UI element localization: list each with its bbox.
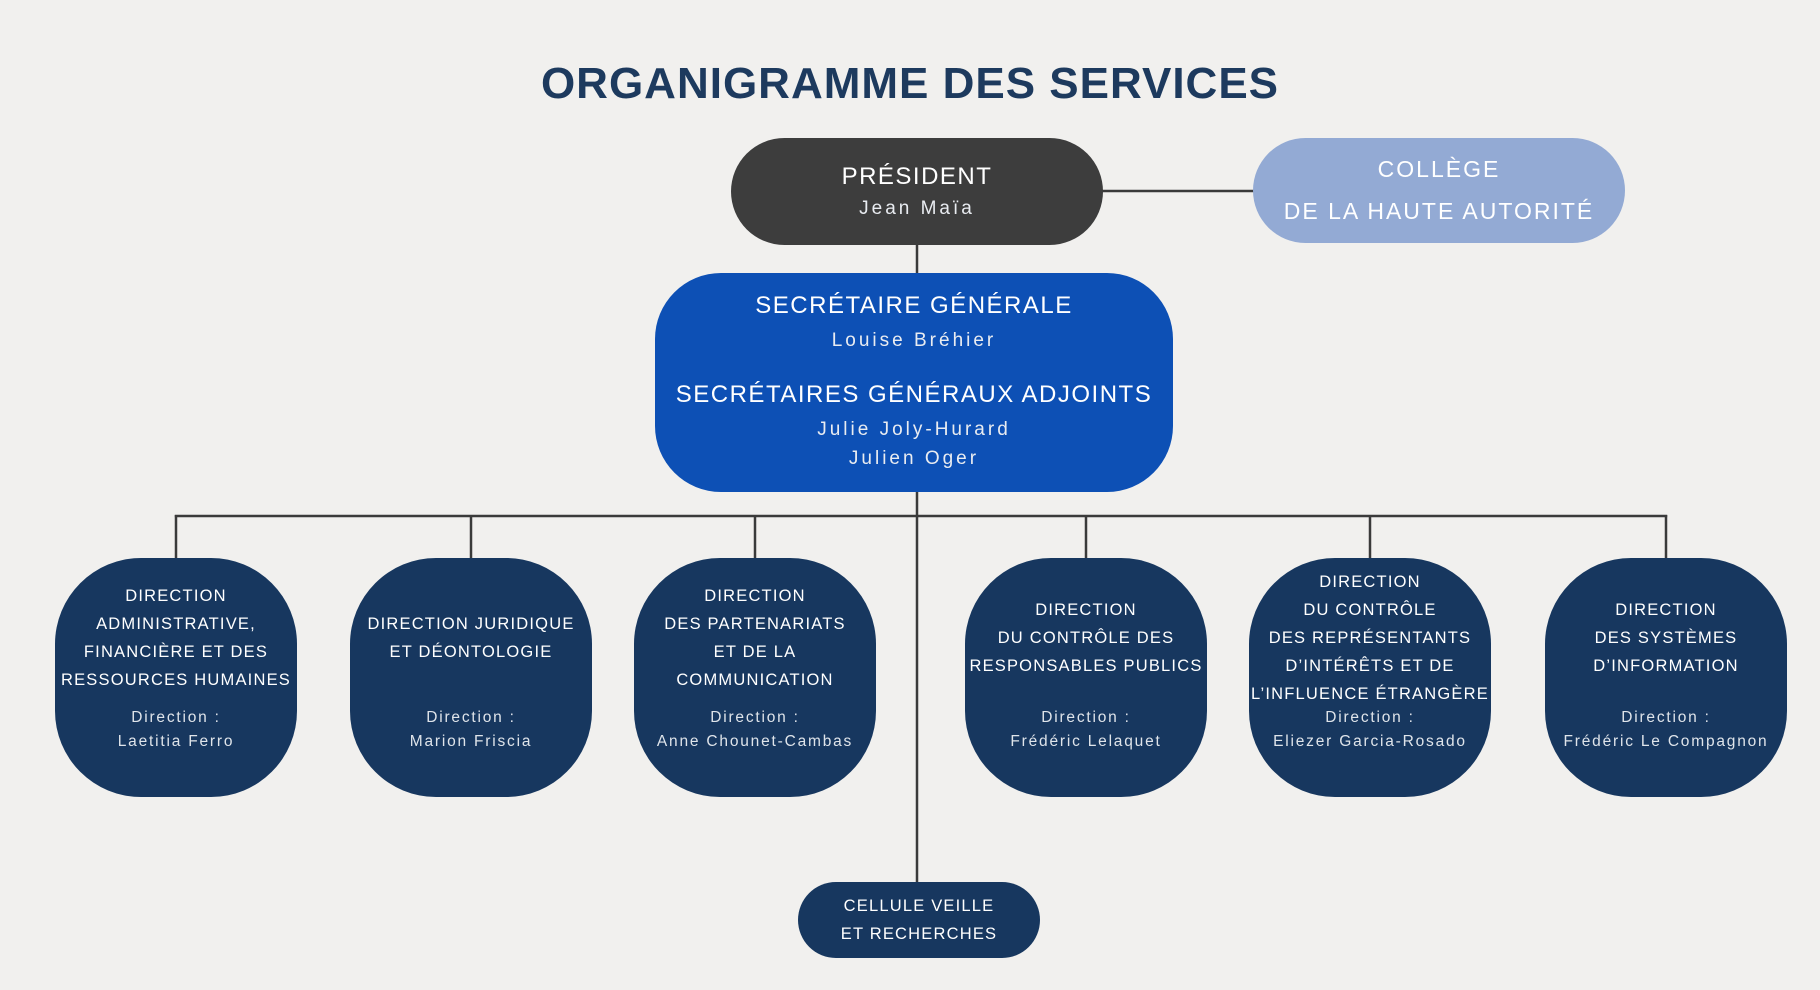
node-direction-controle-responsables-publics: DIRECTION DU CONTRÔLE DES RESPONSABLES P… [965, 558, 1207, 797]
cellule-title: CELLULE VEILLE ET RECHERCHES [840, 896, 998, 943]
page-title: ORGANIGRAMME DES SERVICES [540, 59, 1280, 109]
direction-title: DIRECTION DES SYSTÈMES D’INFORMATION [1593, 600, 1739, 676]
node-direction-systemes-information: DIRECTION DES SYSTÈMES D’INFORMATION Dir… [1545, 558, 1787, 797]
direction-name-block: Direction : Eliezer Garcia-Rosado [1249, 706, 1491, 755]
direction-title: DIRECTION DU CONTRÔLE DES REPRÉSENTANTS … [1251, 572, 1489, 704]
direction-name-block: Direction : Frédéric Le Compagnon [1545, 706, 1787, 755]
direction-role-label: Direction : [1325, 709, 1415, 726]
node-president: PRÉSIDENT Jean Maïa [731, 138, 1103, 245]
direction-title: DIRECTION ADMINISTRATIVE, FINANCIÈRE ET … [60, 586, 291, 690]
direction-name-block: Direction : Frédéric Lelaquet [965, 706, 1207, 755]
direction-director-name: Frédéric Le Compagnon [1563, 733, 1769, 751]
direction-title: DIRECTION DU CONTRÔLE DES RESPONSABLES P… [969, 600, 1203, 676]
direction-director-name: Eliezer Garcia-Rosado [1273, 733, 1467, 751]
node-direction-partenariats-communication: DIRECTION DES PARTENARIATS ET DE LA COMM… [634, 558, 876, 797]
direction-name-block: Direction : Anne Chounet-Cambas [634, 706, 876, 755]
direction-director-name: Laetitia Ferro [117, 733, 235, 751]
node-direction-controle-representants-interets: DIRECTION DU CONTRÔLE DES REPRÉSENTANTS … [1249, 558, 1491, 797]
secretariat-title: SECRÉTAIRE GÉNÉRALE [755, 291, 1073, 319]
direction-director-name: Anne Chounet-Cambas [656, 733, 854, 751]
secretariat-adjoints-title: SECRÉTAIRES GÉNÉRAUX ADJOINTS [675, 381, 1153, 409]
direction-director-name: Frédéric Lelaquet [1010, 733, 1162, 751]
direction-role-label: Direction : [131, 709, 221, 726]
secretariat-general-name: Louise Bréhier [831, 329, 997, 351]
direction-director-name: Marion Friscia [409, 733, 533, 751]
direction-role-label: Direction : [1041, 709, 1131, 726]
direction-title: DIRECTION JURIDIQUE ET DÉONTOLOGIE [367, 614, 575, 661]
secretariat-adjoints-names: Julie Joly-Hurard Julien Oger [817, 419, 1011, 469]
node-direction-juridique-deontologie: DIRECTION JURIDIQUE ET DÉONTOLOGIE Direc… [350, 558, 592, 797]
direction-name-block: Direction : Marion Friscia [350, 706, 592, 755]
president-name: Jean Maïa [859, 198, 975, 219]
president-title: PRÉSIDENT [841, 163, 993, 190]
node-secretariat: SECRÉTAIRE GÉNÉRALE Louise Bréhier SECRÉ… [655, 273, 1173, 492]
direction-role-label: Direction : [1621, 709, 1711, 726]
direction-name-block: Direction : Laetitia Ferro [55, 706, 297, 755]
direction-role-label: Direction : [426, 709, 516, 726]
node-direction-admin-finances-rh: DIRECTION ADMINISTRATIVE, FINANCIÈRE ET … [55, 558, 297, 797]
college-title: COLLÈGE DE LA HAUTE AUTORITÉ [1283, 156, 1595, 224]
direction-role-label: Direction : [710, 709, 800, 726]
node-college: COLLÈGE DE LA HAUTE AUTORITÉ [1253, 138, 1625, 243]
direction-title: DIRECTION DES PARTENARIATS ET DE LA COMM… [664, 586, 846, 690]
node-cellule-veille-recherches: CELLULE VEILLE ET RECHERCHES [798, 882, 1040, 958]
